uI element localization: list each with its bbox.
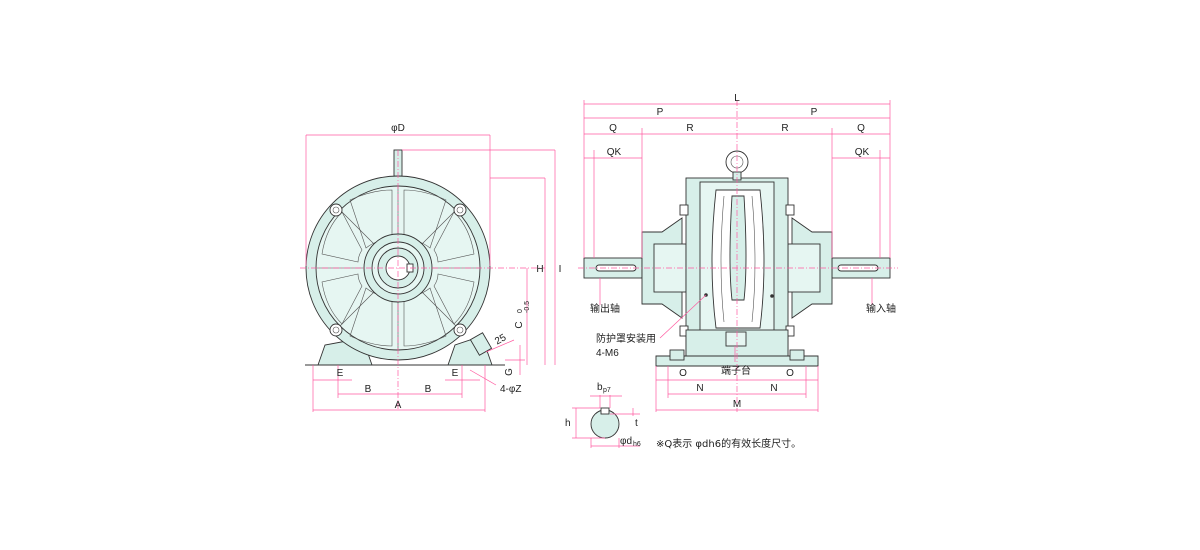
dim-QK-left: QK (607, 147, 622, 158)
label-4M6: 4-M6 (596, 348, 619, 359)
dim-C: C (514, 321, 525, 328)
label-guard-mount: 防护罩安装用 (596, 332, 656, 345)
dim-Q-right: Q (857, 123, 865, 134)
footnote: ※Q表示 φdh6的有效长度尺寸。 (656, 437, 801, 450)
shaft-detail: b p7 h t φd h6 (565, 382, 641, 448)
dim-B-left: B (365, 384, 372, 395)
dim-H: H (536, 264, 543, 275)
dim-25: 25 (493, 332, 509, 347)
dim-P-left: P (657, 107, 664, 118)
dim-t: t (635, 418, 638, 429)
terminal-block (725, 331, 747, 347)
corner-bolts (329, 203, 467, 337)
dim-O-right: O (786, 368, 794, 379)
dim-R-left: R (686, 123, 693, 134)
label-output-shaft: 输出轴 (590, 302, 620, 315)
dim-N-right: N (770, 383, 777, 394)
side-view: L P P Q Q R R QK QK O O N N M 输出轴 输入轴 防护… (578, 93, 898, 412)
dim-I: I (559, 264, 562, 275)
dim-R-right: R (781, 123, 788, 134)
dim-N-left: N (696, 383, 703, 394)
dim-E-left: E (337, 368, 344, 379)
dim-phiD: φD (391, 123, 405, 134)
dim-C-tol-lower: -0.5 (524, 301, 531, 313)
label-terminal: 端子台 (721, 364, 751, 377)
front-view: φD A B B E E H I C 0 -0.5 G 25 4-φZ (300, 123, 561, 412)
dim-A: A (395, 400, 402, 411)
dim-G: G (504, 368, 515, 376)
dim-P-right: P (811, 107, 818, 118)
dim-B-right: B (425, 384, 432, 395)
shaft-key-section (600, 407, 610, 415)
dim-d: φd (620, 436, 632, 447)
dim-QK-right: QK (855, 147, 870, 158)
dim-b: b (597, 382, 603, 393)
dim-b-sub: p7 (603, 387, 611, 394)
terminal-box (469, 332, 493, 356)
dim-O-left: O (679, 368, 687, 379)
dim-M: M (733, 399, 741, 410)
dim-L: L (734, 93, 740, 104)
label-input-shaft: 输入轴 (866, 302, 896, 315)
dim-E-right: E (452, 368, 459, 379)
dim-4phiZ: 4-φZ (500, 384, 521, 395)
dim-h: h (565, 418, 571, 429)
dim-Q-left: Q (609, 123, 617, 134)
dim-d-sub: h6 (633, 441, 641, 448)
dim-C-tol-upper: 0 (517, 309, 524, 313)
